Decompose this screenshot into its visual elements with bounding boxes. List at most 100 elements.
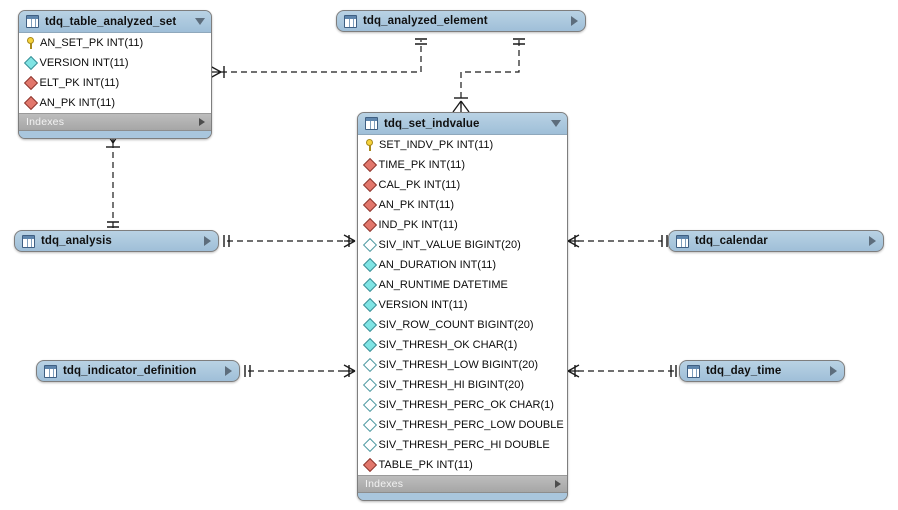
table-field[interactable]: SIV_THRESH_PERC_HI DOUBLE [358,435,567,455]
foreign-key-icon [362,197,377,213]
foreign-key-icon [362,217,377,233]
table-icon [44,364,57,378]
table-title: tdq_day_time [706,365,782,377]
table-field[interactable]: VERSION INT(11) [358,295,567,315]
table-field[interactable]: TABLE_PK INT(11) [358,455,567,475]
table-title: tdq_table_analyzed_set [45,15,177,28]
primary-key-icon [25,37,36,49]
chevron-right-icon[interactable] [225,366,232,376]
column-cyan-icon [362,337,377,353]
foreign-key-icon [23,75,38,91]
chevron-right-icon[interactable] [555,480,561,488]
field-label: AN_SET_PK INT(11) [40,37,144,49]
table-field[interactable]: TIME_PK INT(11) [358,155,567,175]
column-hollow-icon [362,237,377,253]
indexes-label: Indexes [365,478,404,490]
table-tdq-calendar[interactable]: tdq_calendar [668,230,884,252]
table-icon [676,234,689,248]
table-field[interactable]: AN_DURATION INT(11) [358,255,567,275]
relationship-set-indvalue-to-day-time [567,364,678,378]
table-header-tdq-set-indvalue[interactable]: tdq_set_indvalue [358,113,567,135]
table-field[interactable]: VERSION INT(11) [19,53,211,73]
field-list: SET_INDV_PK INT(11) TIME_PK INT(11) CAL_… [358,135,567,476]
table-field[interactable]: SIV_THRESH_HI BIGINT(20) [358,375,567,395]
field-label: SIV_THRESH_PERC_OK CHAR(1) [378,399,554,411]
field-label: SIV_THRESH_OK CHAR(1) [378,339,518,351]
chevron-right-icon[interactable] [204,236,211,246]
field-label: IND_PK INT(11) [378,219,458,231]
table-field[interactable]: SET_INDV_PK INT(11) [358,135,567,155]
column-hollow-icon [362,377,377,393]
table-field[interactable]: AN_RUNTIME DATETIME [358,275,567,295]
foreign-key-icon [23,95,38,111]
table-tdq-analyzed-element[interactable]: tdq_analyzed_element [336,10,586,32]
relationship-table-analyzed-set-to-analyzed-element [209,38,427,79]
field-label: SIV_THRESH_HI BIGINT(20) [378,379,524,391]
field-label: AN_DURATION INT(11) [378,259,497,271]
table-icon [26,15,39,28]
column-hollow-icon [362,437,377,453]
table-header-tdq-table-analyzed-set[interactable]: tdq_table_analyzed_set [19,11,211,33]
column-hollow-icon [362,357,377,373]
column-cyan-icon [23,55,38,71]
chevron-right-icon[interactable] [869,236,876,246]
table-tdq-table-analyzed-set[interactable]: tdq_table_analyzed_set AN_SET_PK INT(11)… [18,10,212,139]
field-label: AN_PK INT(11) [378,199,455,211]
relationship-table-analyzed-set-to-analysis [105,131,121,230]
indexes-bar[interactable]: Indexes [19,114,211,131]
relationship-set-indvalue-to-calendar [567,234,668,248]
field-label: SIV_ROW_COUNT BIGINT(20) [378,319,534,331]
column-cyan-icon [362,257,377,273]
column-cyan-icon [362,277,377,293]
table-field[interactable]: CAL_PK INT(11) [358,175,567,195]
table-footer-strip [358,493,567,500]
relationship-indicator-definition-to-set-indvalue [244,364,356,378]
primary-key-icon [364,139,375,151]
field-label: AN_RUNTIME DATETIME [378,279,508,291]
chevron-right-icon[interactable] [571,16,578,26]
chevron-down-icon[interactable] [551,120,561,127]
column-hollow-icon [362,397,377,413]
field-label: SIV_THRESH_PERC_HI DOUBLE [378,439,550,451]
table-title: tdq_analysis [41,235,112,247]
table-field[interactable]: ELT_PK INT(11) [19,73,211,93]
table-field[interactable]: AN_SET_PK INT(11) [19,33,211,53]
table-field[interactable]: SIV_INT_VALUE BIGINT(20) [358,235,567,255]
field-label: TIME_PK INT(11) [378,159,466,171]
table-tdq-day-time[interactable]: tdq_day_time [679,360,845,382]
table-title: tdq_indicator_definition [63,365,197,377]
field-list: AN_SET_PK INT(11) VERSION INT(11) ELT_PK… [19,33,211,114]
column-hollow-icon [362,417,377,433]
table-tdq-analysis[interactable]: tdq_analysis [14,230,219,252]
table-tdq-indicator-definition[interactable]: tdq_indicator_definition [36,360,240,382]
table-field[interactable]: SIV_ROW_COUNT BIGINT(20) [358,315,567,335]
table-field[interactable]: SIV_THRESH_PERC_OK CHAR(1) [358,395,567,415]
indexes-bar[interactable]: Indexes [358,476,567,493]
relationship-analyzed-element-to-set-indvalue [452,38,525,113]
column-cyan-icon [362,297,377,313]
table-field[interactable]: SIV_THRESH_LOW BIGINT(20) [358,355,567,375]
table-tdq-set-indvalue[interactable]: tdq_set_indvalue SET_INDV_PK INT(11) TIM… [357,112,568,501]
table-field[interactable]: AN_PK INT(11) [358,195,567,215]
table-field[interactable]: AN_PK INT(11) [19,93,211,113]
chevron-down-icon[interactable] [195,18,205,25]
table-footer-strip [19,131,211,138]
table-icon [344,14,357,28]
foreign-key-icon [362,157,377,173]
field-label: VERSION INT(11) [39,57,129,69]
field-label: CAL_PK INT(11) [378,179,461,191]
field-label: TABLE_PK INT(11) [378,459,473,471]
chevron-right-icon[interactable] [830,366,837,376]
field-label: ELT_PK INT(11) [39,77,120,89]
table-field[interactable]: SIV_THRESH_PERC_LOW DOUBLE [358,415,567,435]
relationship-analysis-to-set-indvalue [223,234,356,248]
table-icon [22,234,35,248]
column-cyan-icon [362,317,377,333]
table-field[interactable]: IND_PK INT(11) [358,215,567,235]
table-title: tdq_set_indvalue [384,117,480,130]
chevron-right-icon[interactable] [199,118,205,126]
table-field[interactable]: SIV_THRESH_OK CHAR(1) [358,335,567,355]
foreign-key-icon [362,457,377,473]
field-label: SIV_THRESH_PERC_LOW DOUBLE [378,419,564,431]
